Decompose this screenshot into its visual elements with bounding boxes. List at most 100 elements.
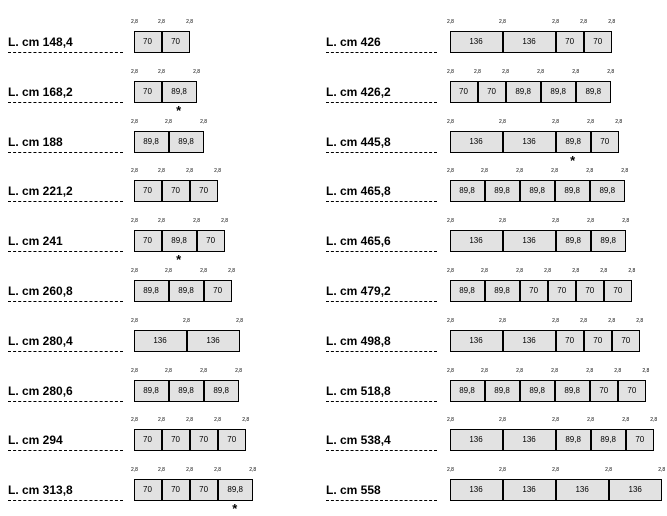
module-width-value: 136 [469, 37, 483, 46]
side-thickness-label: 2,8 [587, 118, 595, 125]
side-thickness-label: 2,8 [608, 317, 616, 324]
module-cell [584, 329, 613, 352]
side-thickness-label: 2,8 [186, 417, 194, 424]
module-width-value: 136 [469, 236, 483, 246]
side-thickness-label: 2,8 [516, 367, 524, 374]
side-thickness-label: 2,8 [200, 118, 208, 125]
module-cell [134, 80, 162, 103]
side-thickness-label: 2,8 [614, 367, 622, 374]
side-thickness-label: 2,8 [158, 68, 165, 75]
module-cell [556, 329, 585, 352]
side-thickness-label: 2,8 [481, 168, 488, 175]
config-length-label: L. cm 241 [8, 234, 63, 249]
module-cell [590, 379, 619, 402]
module-width-value: 70 [557, 286, 567, 295]
side-thickness-label: 2,8 [131, 317, 138, 324]
module-cell [503, 329, 557, 352]
label-underline [8, 251, 123, 253]
module-width-value: 136 [469, 435, 483, 445]
module-cell [450, 80, 478, 103]
end-side-panel [624, 180, 626, 203]
side-thickness-label: 2,8 [586, 367, 594, 374]
asterisk-marker: * [176, 102, 182, 118]
module-cell [503, 31, 557, 53]
module-width-value: 136 [522, 485, 536, 495]
module-width-value: 136 [469, 485, 483, 495]
config-length-label: L. cm 313,8 [8, 483, 73, 498]
config-length-label: L. cm 558 [326, 483, 381, 498]
end-side-panel [610, 80, 612, 103]
module-width-value: 70 [143, 186, 152, 196]
module-cell [450, 130, 503, 153]
side-thickness-label: 2,8 [572, 68, 580, 75]
module-cell [556, 230, 592, 253]
config-length-label: L. cm 426 [326, 35, 381, 49]
side-thickness-label: 2,8 [186, 168, 194, 175]
side-thickness-label: 2,8 [200, 367, 208, 374]
config-length-label: L. cm 538,4 [326, 433, 391, 448]
module-width-value: 70 [171, 186, 181, 196]
module-cell [520, 379, 556, 402]
module-width-value: 136 [522, 37, 536, 46]
module-cell [503, 230, 557, 253]
module-width-value: 89,8 [143, 136, 159, 146]
end-side-panel [645, 379, 647, 402]
side-thickness-label: 2,8 [658, 467, 666, 474]
label-underline [326, 251, 437, 253]
module-cell [134, 280, 169, 302]
module-cell [556, 130, 592, 153]
module-cell [450, 180, 485, 203]
module-width-value: 70 [593, 37, 603, 46]
asterisk-marker: * [570, 152, 576, 168]
end-side-panel [252, 479, 254, 502]
end-side-panel [639, 329, 641, 352]
end-side-panel [231, 280, 233, 302]
module-width-value: 89,8 [171, 86, 187, 96]
side-thickness-label: 2,8 [552, 417, 560, 424]
label-underline [8, 301, 123, 302]
side-thickness-label: 2,8 [636, 317, 644, 324]
module-width-value: 89,8 [600, 236, 616, 246]
module-width-value: 136 [522, 236, 536, 246]
module-width-value: 70 [459, 86, 468, 96]
module-cell [548, 280, 577, 302]
side-thickness-label: 2,8 [447, 317, 454, 324]
module-width-value: 136 [469, 335, 483, 345]
module-cell [162, 479, 191, 502]
side-thickness-label: 2,8 [622, 417, 630, 424]
module-width-value: 70 [171, 485, 181, 495]
module-cell [450, 429, 503, 452]
module-cell [134, 230, 162, 253]
config-length-label: L. cm 498,8 [326, 333, 391, 348]
side-thickness-label: 2,8 [165, 118, 172, 125]
side-thickness-label: 2,8 [516, 268, 524, 274]
module-cell [450, 329, 503, 352]
side-thickness-label: 2,8 [552, 467, 560, 474]
label-underline [326, 52, 437, 53]
label-underline [326, 350, 437, 352]
label-underline [326, 500, 437, 502]
end-side-panel [217, 180, 219, 203]
label-underline [8, 201, 123, 203]
label-underline [326, 151, 437, 153]
module-width-value: 89,8 [600, 435, 616, 445]
side-thickness-label: 2,8 [447, 218, 454, 225]
module-width-value: 89,8 [494, 286, 510, 295]
side-thickness-label: 2,8 [481, 268, 488, 274]
config-length-label: L. cm 280,4 [8, 333, 73, 348]
module-cell [134, 429, 162, 452]
side-thickness-label: 2,8 [499, 467, 506, 474]
module-width-value: 89,8 [565, 435, 581, 445]
module-cell [503, 130, 557, 153]
module-width-value: 70 [171, 435, 181, 445]
module-width-value: 70 [613, 286, 623, 295]
side-thickness-label: 2,8 [165, 268, 172, 274]
module-cell [190, 479, 219, 502]
side-thickness-label: 2,8 [615, 118, 623, 125]
asterisk-marker: * [232, 501, 238, 516]
module-cell [450, 379, 485, 402]
module-width-value: 136 [628, 485, 642, 495]
config-length-label: L. cm 260,8 [8, 284, 73, 298]
side-thickness-label: 2,8 [447, 268, 454, 274]
module-cell [506, 80, 542, 103]
